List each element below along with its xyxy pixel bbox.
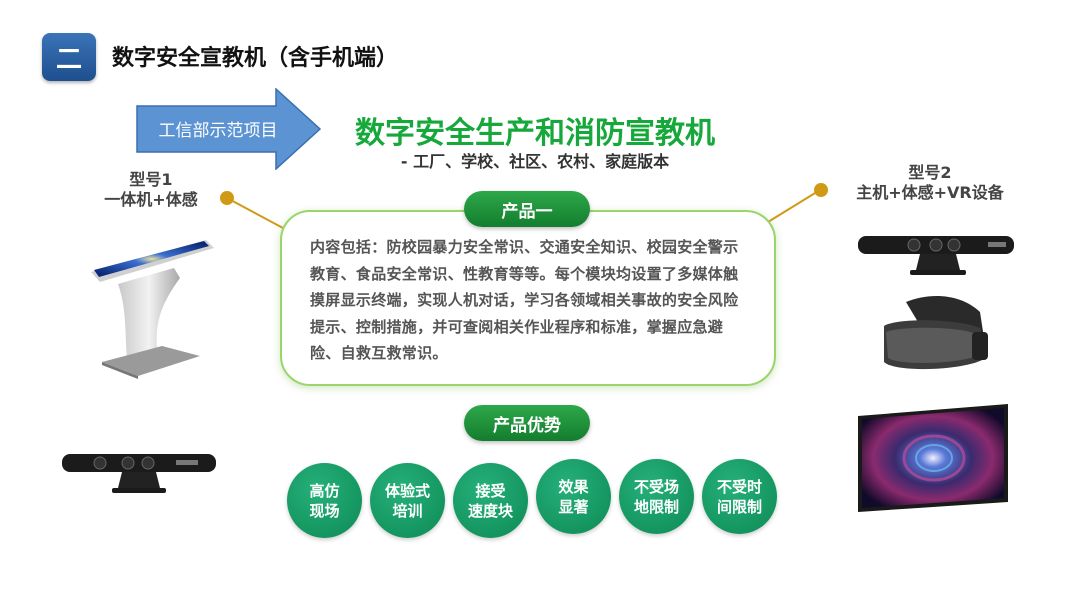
advantage-line1: 不受时 [716,477,762,496]
model2-label: 型号2 主机+体感+VR设备 [845,163,1015,203]
advantage-circle: 高仿 现场 [287,463,362,538]
model1-label: 型号1 一体机+体感 [96,170,206,210]
section-number-badge: 二 [42,33,96,81]
product-description: 内容包括：防校园暴力安全常识、交通安全知识、校园安全警示教育、食品安全常识、性教… [310,238,739,362]
advantages-pill: 产品优势 [464,405,590,441]
advantage-line2: 速度块 [467,501,513,520]
advantage-line1: 不受场 [633,477,679,496]
advantage-line2: 地限制 [633,497,679,516]
model1-config: 一体机+体感 [104,190,198,209]
display-screen-image [858,404,1008,512]
advantage-line2: 现场 [309,501,340,520]
model2-config: 主机+体感+VR设备 [856,183,1004,202]
connector-dot-left [220,191,234,205]
advantage-line1: 接受 [475,481,506,500]
vr-headset-image [884,296,988,370]
arrow-shape [136,88,322,170]
advantage-line2: 培训 [392,501,423,520]
advantage-circle: 不受时 间限制 [702,459,777,534]
advantage-line2: 间限制 [716,497,762,516]
connector-dot-right [814,183,828,197]
advantage-line1: 效果 [558,477,589,496]
model2-name: 型号2 [908,163,952,182]
motion-sensor-image [858,236,1014,275]
advantage-circle: 效果 显著 [536,459,611,534]
advantage-circle: 接受 速度块 [453,463,528,538]
arrow-label: 工信部示范项目 [158,121,278,141]
advantage-circle: 不受场 地限制 [619,459,694,534]
advantage-line2: 显著 [558,497,589,516]
product-description-box [280,210,776,386]
product-one-pill: 产品一 [464,191,590,227]
advantage-circle: 体验式 培训 [370,463,445,538]
advantage-line1: 高仿 [309,481,340,500]
advantage-line1: 体验式 [384,481,430,500]
touchscreen-kiosk-image [91,240,214,379]
model1-name: 型号1 [129,170,173,189]
product-title: 数字安全生产和消防宣教机 [355,116,715,151]
product-subtitle: - 工厂、学校、社区、农村、家庭版本 [400,152,670,171]
motion-sensor-image [62,454,216,493]
section-title: 数字安全宣教机（含手机端） [112,46,399,71]
